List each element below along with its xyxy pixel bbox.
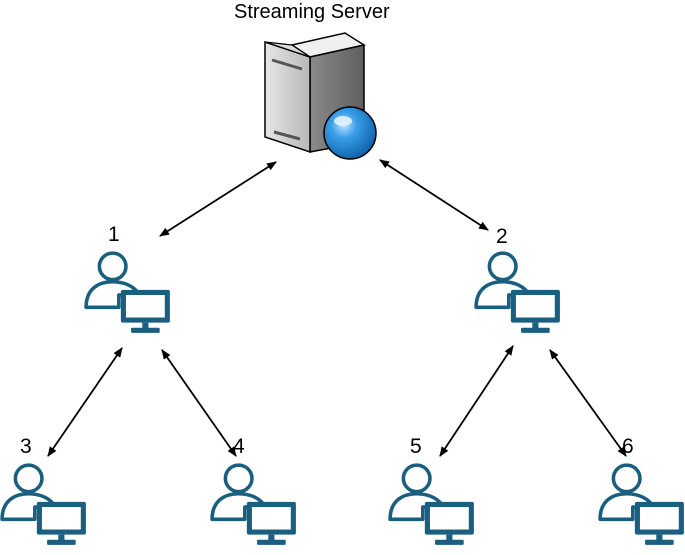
client-3-label: 3: [20, 435, 32, 458]
client-2-user-computer-icon: [474, 251, 562, 335]
server-label: Streaming Server: [234, 1, 390, 23]
client-5-label: 5: [410, 435, 422, 458]
connections: [47, 159, 627, 457]
arrow-server-to-client-2: [379, 159, 489, 231]
client-4-label: 4: [233, 435, 245, 458]
client-5-user-computer-icon: [388, 463, 476, 547]
client-2-label: 2: [496, 225, 508, 248]
arrow-client-1-to-client-3: [47, 347, 123, 457]
client-6-label: 6: [622, 435, 634, 458]
arrow-client-1-to-client-4: [161, 349, 237, 457]
server-with-globe-icon: [264, 32, 377, 160]
arrow-client-2-to-client-5: [439, 345, 514, 457]
arrow-server-to-client-1: [159, 161, 277, 237]
client-1-label: 1: [108, 223, 120, 246]
client-4-user-computer-icon: [210, 463, 298, 547]
client-3-user-computer-icon: [0, 463, 88, 547]
client-1-user-computer-icon: [84, 251, 172, 335]
arrow-client-2-to-client-6: [549, 349, 627, 457]
client-6-user-computer-icon: [598, 463, 685, 547]
